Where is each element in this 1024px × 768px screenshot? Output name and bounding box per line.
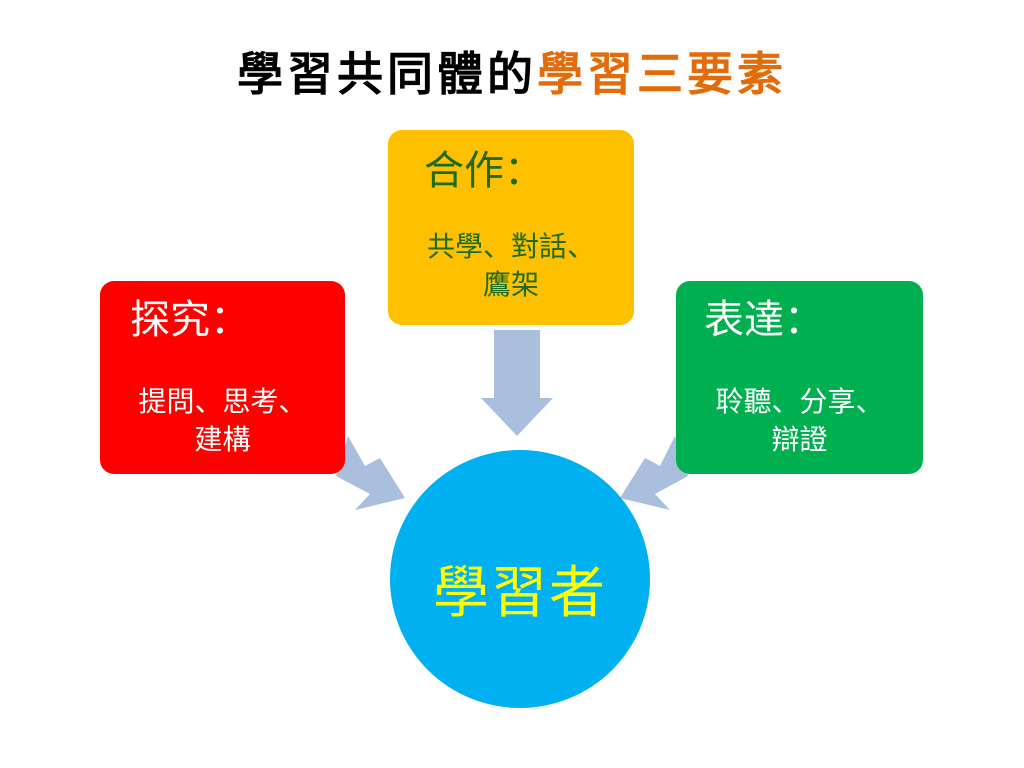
cooperation-body-line1: 共學、對話、: [426, 230, 595, 263]
arrow-expression-to-learner: [620, 436, 688, 510]
expression-body-line2: 辯證: [771, 423, 828, 456]
slide-title: 學習共同體的學習三要素: [0, 38, 1024, 104]
cooperation-body: 共學、對話、 鷹架: [388, 228, 634, 304]
inquiry-body-line2: 建構: [194, 423, 251, 456]
cooperation-box: 合作： 共學、對話、 鷹架: [388, 130, 634, 325]
expression-box: 表達： 聆聽、分享、 辯證: [676, 281, 923, 474]
arrow-inquiry-to-learner: [336, 436, 405, 510]
learner-circle: 學習者: [390, 450, 650, 708]
cooperation-body-line2: 鷹架: [482, 268, 539, 301]
inquiry-body-line1: 提問、思考、: [138, 385, 307, 418]
inquiry-box: 探究： 提問、思考、 建構: [100, 281, 345, 474]
expression-heading: 表達：: [704, 297, 824, 343]
inquiry-body: 提問、思考、 建構: [100, 383, 345, 459]
learner-label: 學習者: [433, 561, 607, 626]
inquiry-heading: 探究：: [130, 297, 250, 343]
expression-body-line1: 聆聽、分享、: [715, 385, 884, 418]
title-accent: 學習三要素: [537, 47, 787, 101]
arrow-cooperation-to-learner: [481, 330, 553, 436]
title-main: 學習共同體的: [237, 47, 537, 101]
expression-body: 聆聽、分享、 辯證: [676, 383, 923, 459]
cooperation-heading: 合作：: [424, 148, 544, 194]
